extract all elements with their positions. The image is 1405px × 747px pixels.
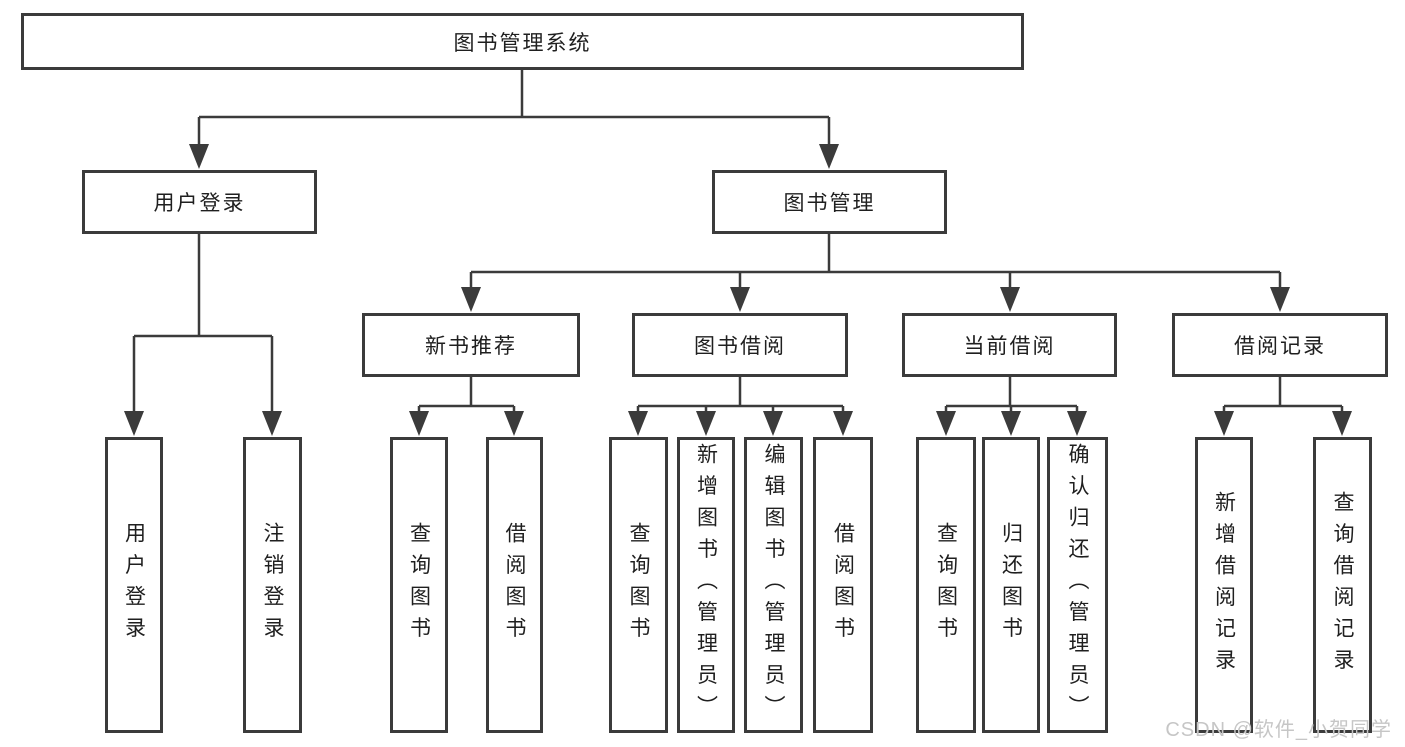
leaf-query-books-3: 查询图书 <box>916 437 976 733</box>
connector-records-to-leaves <box>1222 377 1344 417</box>
leaf-user-login: 用户登录 <box>105 437 163 733</box>
arrowhead-current <box>1000 287 1020 312</box>
leaf-user-login-label: 用户登录 <box>122 522 146 648</box>
node-current-borrow-label: 当前借阅 <box>963 335 1056 358</box>
connector-mgmt-to-level3 <box>469 234 1282 293</box>
connector-rec-to-leaves <box>417 377 516 417</box>
leaf-return-books: 归还图书 <box>982 437 1040 733</box>
node-book-management-label: 图书管理 <box>783 192 876 215</box>
leaf-logout: 注销登录 <box>243 437 302 733</box>
connector-borrow-to-leaves <box>636 377 845 417</box>
leaf-edit-books-admin-label: 编辑图书（管理员） <box>762 443 785 727</box>
node-user-login-label: 用户登录 <box>153 192 246 215</box>
arrowhead-leaf-logout <box>262 411 282 436</box>
arrowhead-rec <box>461 287 481 312</box>
leaf-add-borrow-record-label: 新增借阅记录 <box>1212 490 1236 680</box>
leaf-return-books-label: 归还图书 <box>999 522 1023 648</box>
leaf-query-books-2: 查询图书 <box>609 437 668 733</box>
arrowhead-leaf-q2 <box>628 411 648 436</box>
leaf-borrow-books-2: 借阅图书 <box>813 437 873 733</box>
node-book-borrow: 图书借阅 <box>632 313 848 377</box>
arrowhead-leaf-q3 <box>936 411 956 436</box>
node-borrow-records: 借阅记录 <box>1172 313 1388 377</box>
arrowhead-leaf-q1 <box>409 411 429 436</box>
node-new-book-recommend-label: 新书推荐 <box>425 335 517 358</box>
leaf-edit-books-admin: 编辑图书（管理员） <box>744 437 803 733</box>
node-root-label: 图书管理系统 <box>453 31 592 55</box>
arrowhead-borrow <box>730 287 750 312</box>
connector-login-to-leaves <box>132 234 274 417</box>
leaf-query-books-2-label: 查询图书 <box>627 522 650 648</box>
leaf-confirm-return-admin: 确认归还（管理员） <box>1047 437 1108 733</box>
arrowhead-login <box>189 144 209 169</box>
leaf-query-books-3-label: 查询图书 <box>934 522 958 648</box>
leaf-borrow-books-1: 借阅图书 <box>486 437 543 733</box>
leaf-borrow-books-1-label: 借阅图书 <box>503 522 526 648</box>
arrowhead-records <box>1270 287 1290 312</box>
arrowhead-leaf-b1 <box>504 411 524 436</box>
arrowhead-leaf-login <box>124 411 144 436</box>
watermark: CSDN @软件_小贺同学 <box>1165 719 1392 741</box>
arrowhead-leaf-qrec <box>1332 411 1352 436</box>
leaf-query-borrow-record: 查询借阅记录 <box>1313 437 1372 733</box>
arrowhead-leaf-b2 <box>833 411 853 436</box>
leaf-add-borrow-record: 新增借阅记录 <box>1195 437 1253 733</box>
node-current-borrow: 当前借阅 <box>902 313 1117 377</box>
arrowhead-mgmt <box>819 144 839 169</box>
arrowhead-leaf-ret <box>1001 411 1021 436</box>
leaf-query-borrow-record-label: 查询借阅记录 <box>1331 490 1354 680</box>
node-root: 图书管理系统 <box>21 13 1024 70</box>
node-book-management: 图书管理 <box>712 170 947 234</box>
leaf-add-books-admin: 新增图书（管理员） <box>677 437 735 733</box>
arrowhead-leaf-conf <box>1067 411 1087 436</box>
node-book-borrow-label: 图书借阅 <box>694 335 786 358</box>
leaf-borrow-books-2-label: 借阅图书 <box>831 522 855 648</box>
leaf-logout-label: 注销登录 <box>261 522 284 648</box>
node-new-book-recommend: 新书推荐 <box>362 313 580 377</box>
arrowhead-leaf-addrec <box>1214 411 1234 436</box>
node-user-login: 用户登录 <box>82 170 317 234</box>
arrowhead-leaf-add <box>696 411 716 436</box>
connector-root-to-level2 <box>197 70 831 150</box>
leaf-query-books-1-label: 查询图书 <box>407 522 431 648</box>
leaf-query-books-1: 查询图书 <box>390 437 448 733</box>
leaf-add-books-admin-label: 新增图书（管理员） <box>694 443 718 727</box>
leaf-confirm-return-admin-label: 确认归还（管理员） <box>1066 443 1089 727</box>
node-borrow-records-label: 借阅记录 <box>1234 335 1326 358</box>
arrowhead-leaf-edit <box>763 411 783 436</box>
